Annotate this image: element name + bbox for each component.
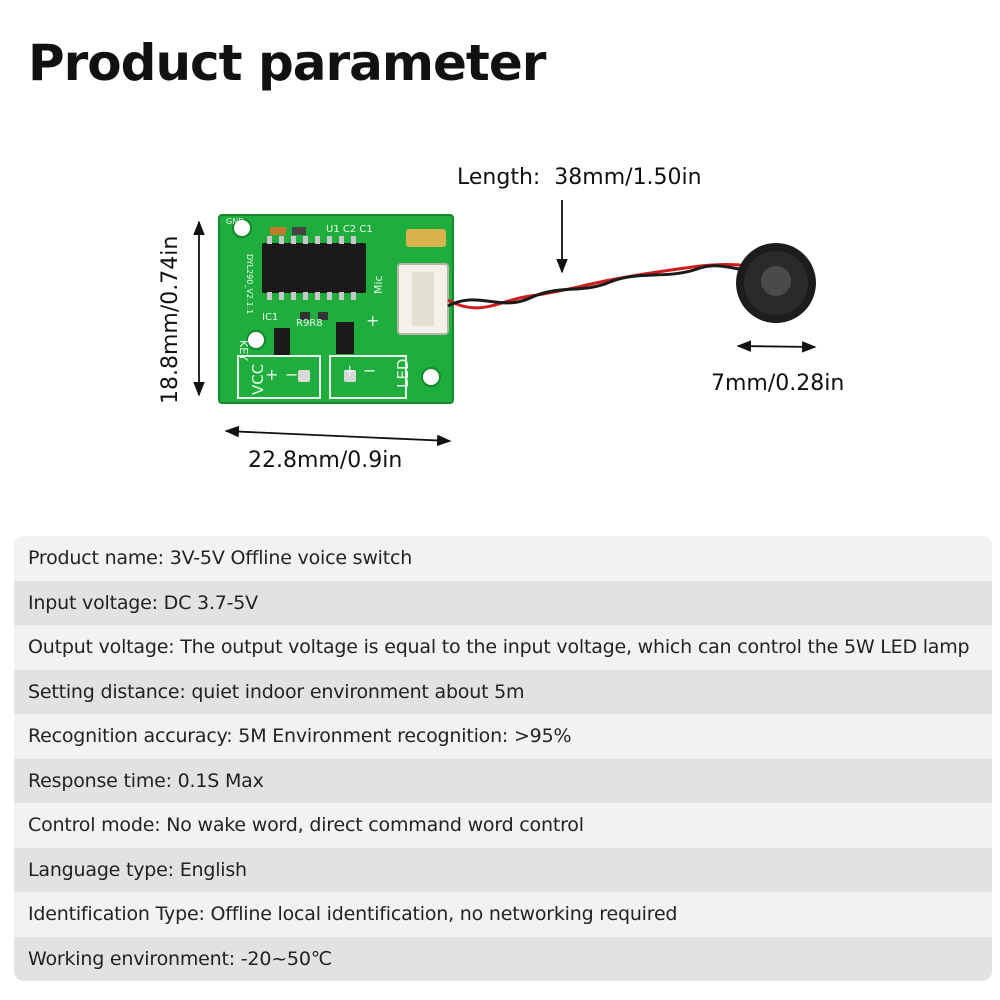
page-title: Product parameter <box>28 34 546 92</box>
height-label: 18.8mm/0.74in <box>158 235 183 404</box>
silk-ic1: IC1 <box>262 312 278 323</box>
microphone <box>736 243 816 323</box>
silk-mic: Mic <box>372 275 385 294</box>
width-arrow <box>224 425 452 447</box>
silk-vcc: VCC <box>249 364 267 395</box>
spec-row-input-voltage: Input voltage: DC 3.7-5V <box>14 580 992 625</box>
length-prefix: Length: <box>457 165 541 190</box>
circuit-board: KEY VCC LED Mic DYL290_V2.1.1 R9R8 IC1 U… <box>218 214 454 404</box>
silk-u1c2c1: U1 C2 C1 <box>326 224 373 235</box>
spec-row-output-voltage: Output voltage: The output voltage is eq… <box>14 625 992 670</box>
svg-text:+: + <box>265 365 278 384</box>
length-label: Length: 38mm/1.50in <box>457 165 702 191</box>
svg-text:−: − <box>363 361 376 380</box>
silk-model: DYL290_V2.1.1 <box>245 254 254 314</box>
spec-row-setting-distance: Setting distance: quiet indoor environme… <box>14 669 992 714</box>
spec-table: Product name: 3V-5V Offline voice switch… <box>14 536 992 981</box>
svg-text:+: + <box>366 311 379 330</box>
contact-pad <box>406 229 446 247</box>
spec-row-identification-type: Identification Type: Offline local ident… <box>14 892 992 937</box>
product-figure: KEY VCC LED Mic DYL290_V2.1.1 R9R8 IC1 U… <box>158 165 845 473</box>
transistor <box>336 322 354 354</box>
spec-row-recognition-accuracy: Recognition accuracy: 5M Environment rec… <box>14 714 992 759</box>
mount-hole <box>246 330 266 350</box>
mic-diameter-label: 7mm/0.28in <box>711 371 845 396</box>
width-label: 22.8mm/0.9in <box>248 448 403 473</box>
mount-hole <box>421 367 441 387</box>
diode <box>274 328 290 356</box>
silk-key: KEY <box>237 340 250 361</box>
spec-row-language-type: Language type: English <box>14 847 992 892</box>
mic-arrow <box>736 340 817 353</box>
spec-row-control-mode: Control mode: No wake word, direct comma… <box>14 803 992 848</box>
silk-led: LED <box>394 359 412 388</box>
twisted-wire <box>447 263 749 310</box>
spec-row-working-environment: Working environment: -20~50℃ <box>14 936 992 981</box>
spec-row-product-name: Product name: 3V-5V Offline voice switch <box>14 536 992 581</box>
svg-text:−: − <box>285 365 298 384</box>
mount-hole <box>232 218 252 238</box>
silk-r9r8: R9R8 <box>296 318 323 329</box>
ic-chip <box>262 243 366 293</box>
spec-row-response-time: Response time: 0.1S Max <box>14 758 992 803</box>
silk-gnd: GND <box>226 217 244 226</box>
length-value: 38mm/1.50in <box>554 165 702 190</box>
svg-text:+: + <box>343 361 356 380</box>
product-illustration: KEY VCC LED Mic DYL290_V2.1.1 R9R8 IC1 U… <box>193 200 817 447</box>
